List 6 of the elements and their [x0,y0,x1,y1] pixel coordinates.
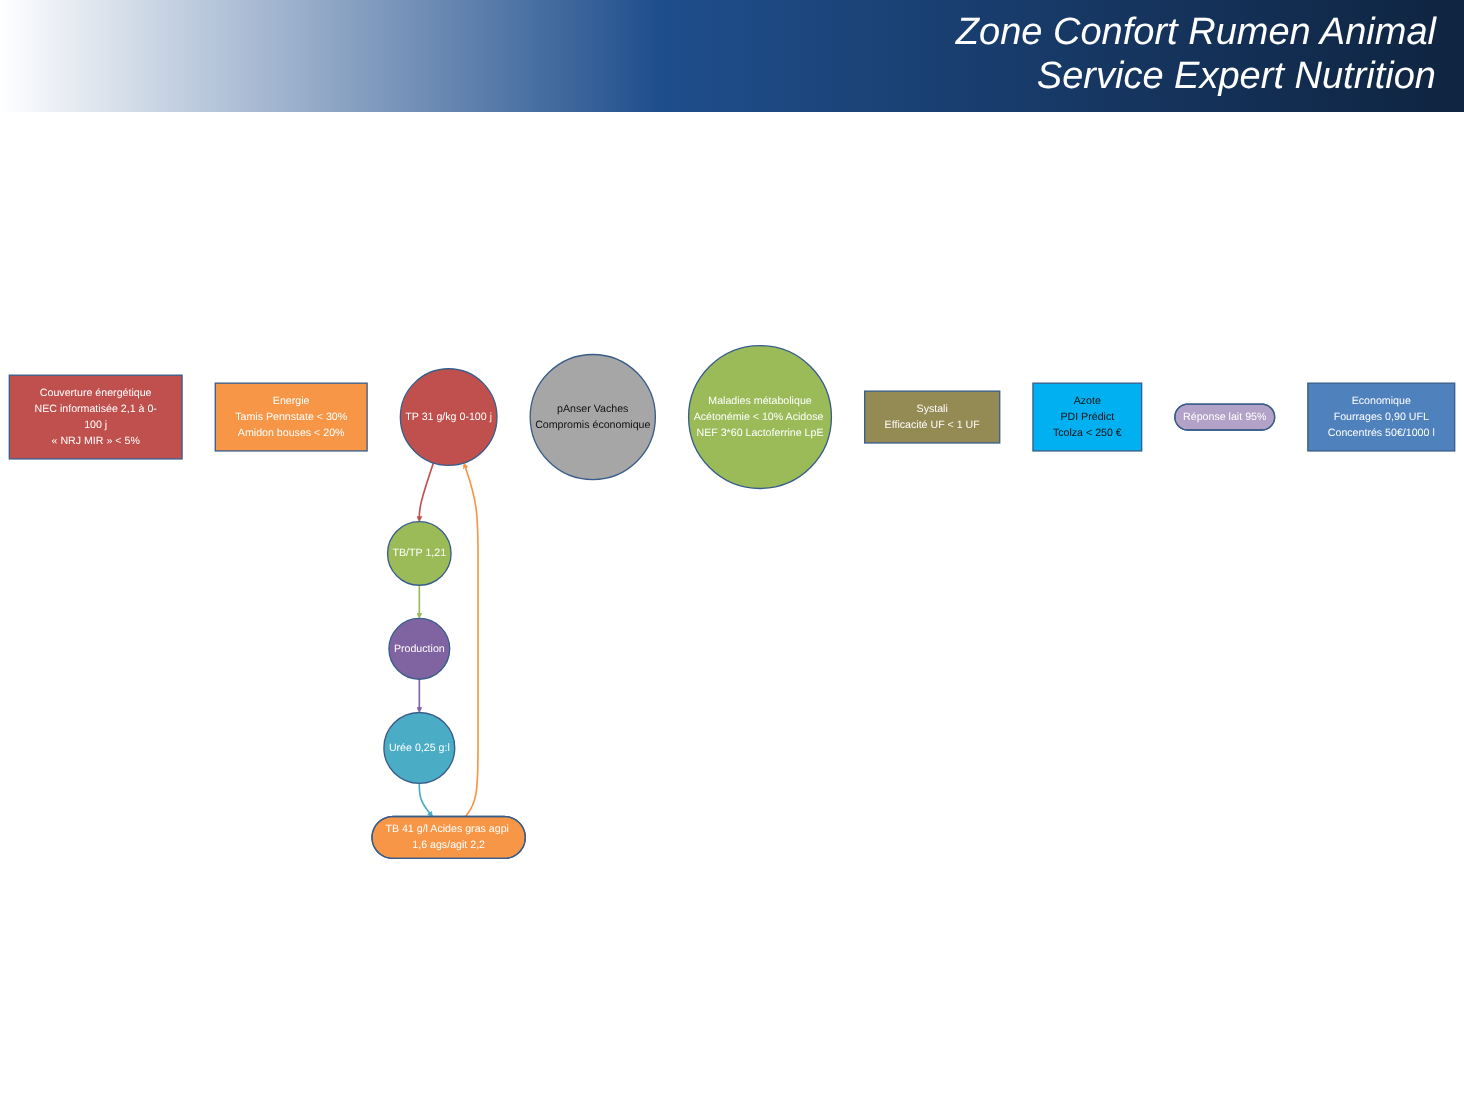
arrow [418,782,433,818]
title: Zone Confort Rumen Animal Service Expert Nutrition [953,12,1436,100]
arrow [416,678,423,713]
arrow [416,584,423,619]
arrow [416,462,435,522]
arrow [462,462,479,818]
